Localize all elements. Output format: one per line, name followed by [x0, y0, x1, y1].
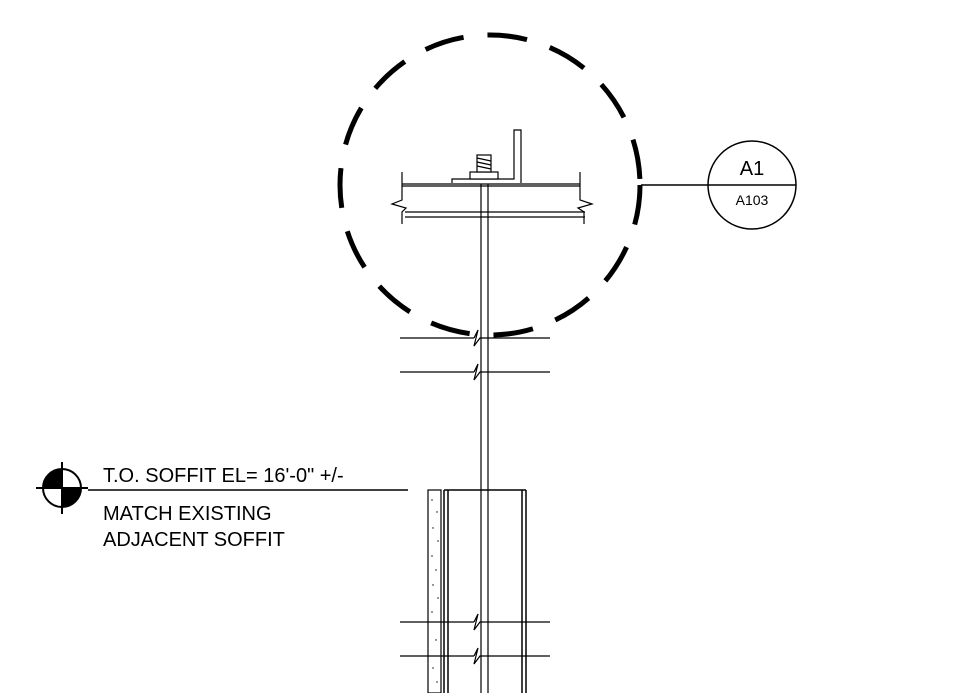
gypsum-board-hatch	[431, 499, 439, 683]
elevation-note-line-1: MATCH EXISTING	[103, 503, 272, 525]
sheet-ref-label: A103	[736, 192, 769, 208]
hanger-rod	[480, 184, 489, 693]
soffit-framing	[427, 489, 527, 693]
elevation-marker-icon	[36, 462, 88, 514]
detail-id-label: A1	[740, 158, 764, 180]
angle-clip-assembly	[451, 129, 522, 183]
elevation-note-line-2: ADJACENT SOFFIT	[103, 529, 285, 551]
detail-callout-bubble: A1 A103	[707, 140, 797, 230]
break-lines-lower	[400, 613, 550, 665]
elevation-label: T.O. SOFFIT EL= 16'-0" +/-	[103, 465, 344, 487]
break-lines-upper	[400, 329, 550, 381]
detail-enlargement-circle	[337, 32, 643, 338]
deck-structure	[390, 172, 595, 224]
